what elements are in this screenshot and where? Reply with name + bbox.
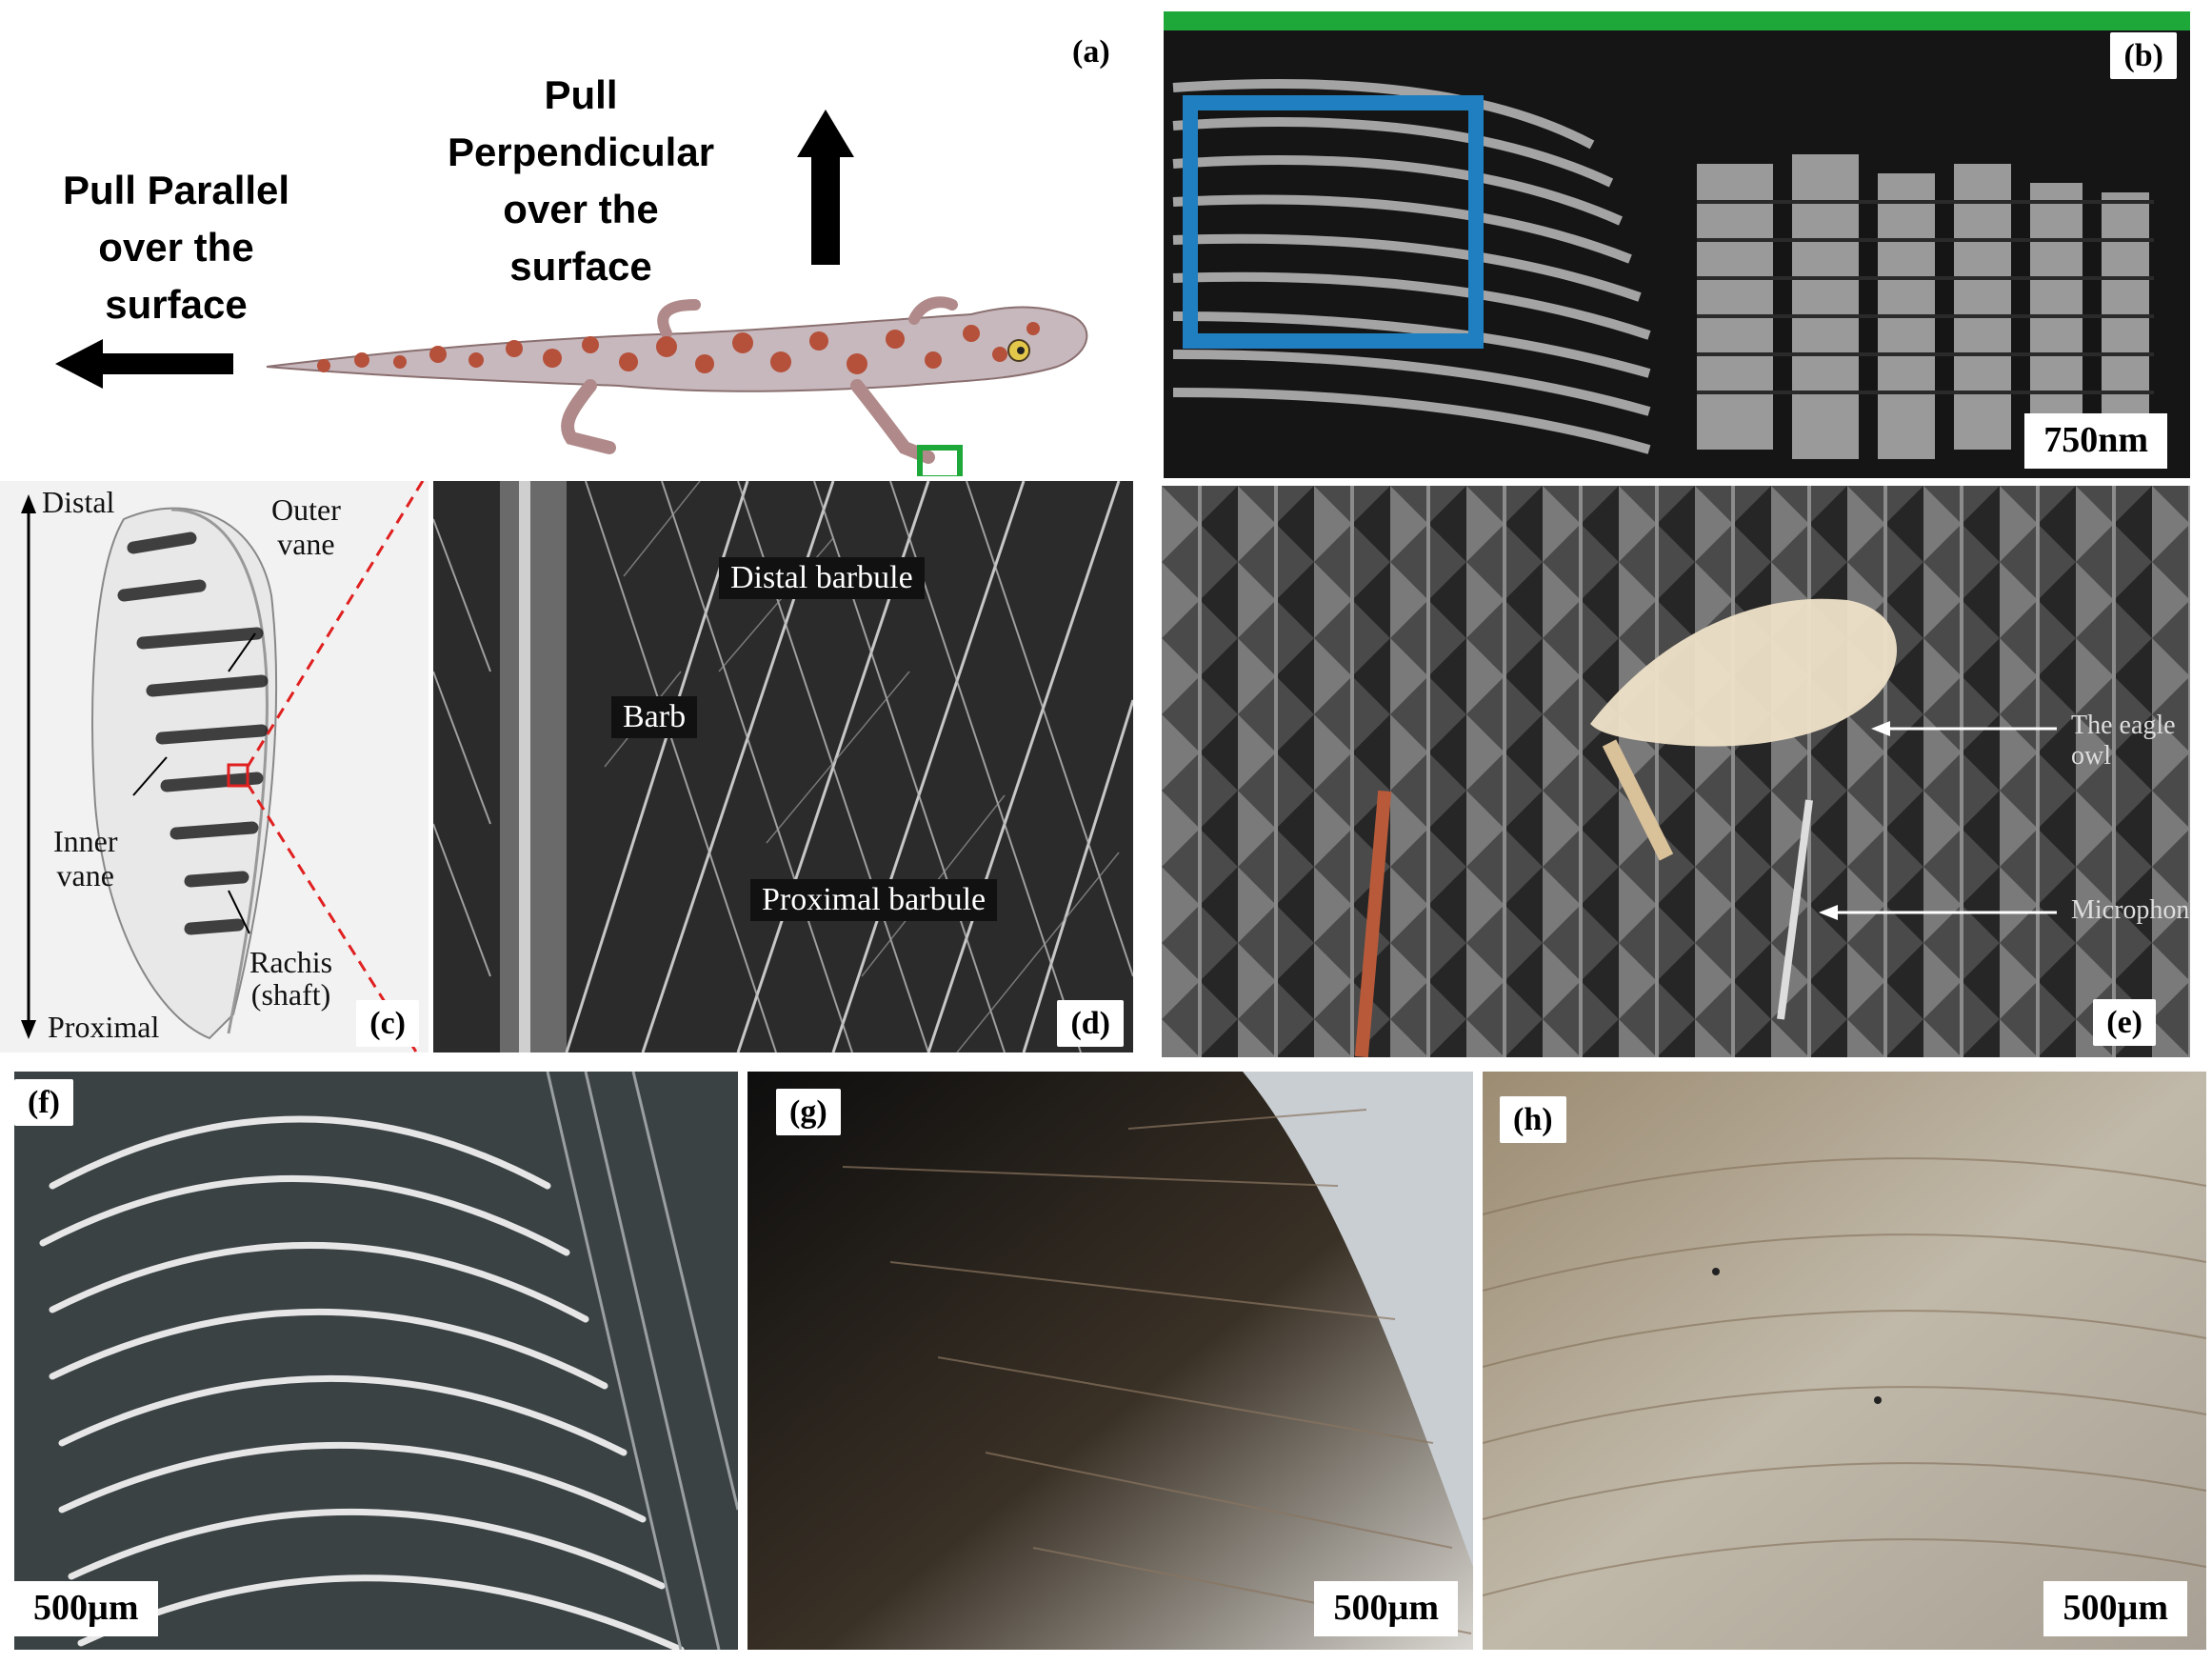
detail-marker-box (227, 763, 249, 788)
pull-parallel-label: Pull Parallel over the surface (62, 168, 290, 327)
microphone-label: Microphone (2071, 895, 2190, 925)
panel-d-barbules: Distal barbule Barb Proximal barbule (d) (433, 481, 1133, 1053)
panel-h-down: (h) 500µm (1483, 1072, 2206, 1650)
panel-h-image (1483, 1072, 2206, 1650)
panel-f-tag: (f) (14, 1079, 73, 1127)
panel-e-image (1162, 486, 2190, 1057)
panel-g-tag: (g) (776, 1089, 841, 1136)
panel-g-barbs: (g) 500µm (747, 1072, 1473, 1650)
panel-c-tag: (c) (356, 999, 419, 1047)
panel-c-image (21, 481, 425, 1053)
panel-d-tag: (d) (1057, 999, 1124, 1047)
inner-vane-label: Inner vane (53, 824, 118, 892)
panel-b-image (1164, 11, 2190, 459)
pull-perpendicular-label: Pull Perpendicular over the surface (447, 72, 715, 289)
distal-label: Distal (42, 485, 115, 519)
panel-g-image (747, 1072, 1473, 1650)
panel-f-scale-bar: 500µm (14, 1581, 158, 1636)
eagle-owl-label: The eagle owl (2071, 711, 2176, 771)
panel-f-image (14, 1072, 738, 1650)
panel-a-drawing (55, 110, 1088, 476)
arrow-up-icon (797, 110, 854, 265)
barb-label: Barb (611, 696, 698, 738)
panel-h-tag: (h) (1500, 1096, 1566, 1144)
panel-a-tag: (a) (1065, 30, 1118, 74)
proximal-barbule-label: Proximal barbule (750, 879, 998, 921)
panel-e-tag: (e) (2093, 998, 2156, 1046)
panel-f-barbs: (f) 500µm (14, 1072, 738, 1650)
panel-b-nanostructure: (b) 750nm (1164, 11, 2190, 478)
arrow-left-icon (55, 339, 233, 389)
distal-barbule-label: Distal barbule (719, 557, 925, 599)
outer-vane-label: Outer vane (271, 492, 341, 561)
zoom-box (1183, 95, 1484, 349)
proximal-label: Proximal (48, 1010, 160, 1044)
gecko-illustration (266, 296, 1088, 464)
panel-c-feather: Distal Proximal Outer vane Inner vane Ra… (0, 481, 428, 1053)
rachis-label: Rachis (shaft) (249, 945, 333, 1012)
panel-a-gecko: (a) Pull Parallel over the surface Pull … (0, 0, 1152, 476)
panel-e-owl-chamber: The eagle owl Microphone (e) (1162, 486, 2190, 1057)
foot-marker-box (917, 445, 963, 476)
panel-b-tag: (b) (2110, 32, 2177, 80)
panel-b-scale-bar: 750nm (2024, 413, 2167, 469)
panel-h-scale-bar: 500µm (2043, 1581, 2187, 1636)
panel-g-scale-bar: 500µm (1314, 1581, 1458, 1636)
